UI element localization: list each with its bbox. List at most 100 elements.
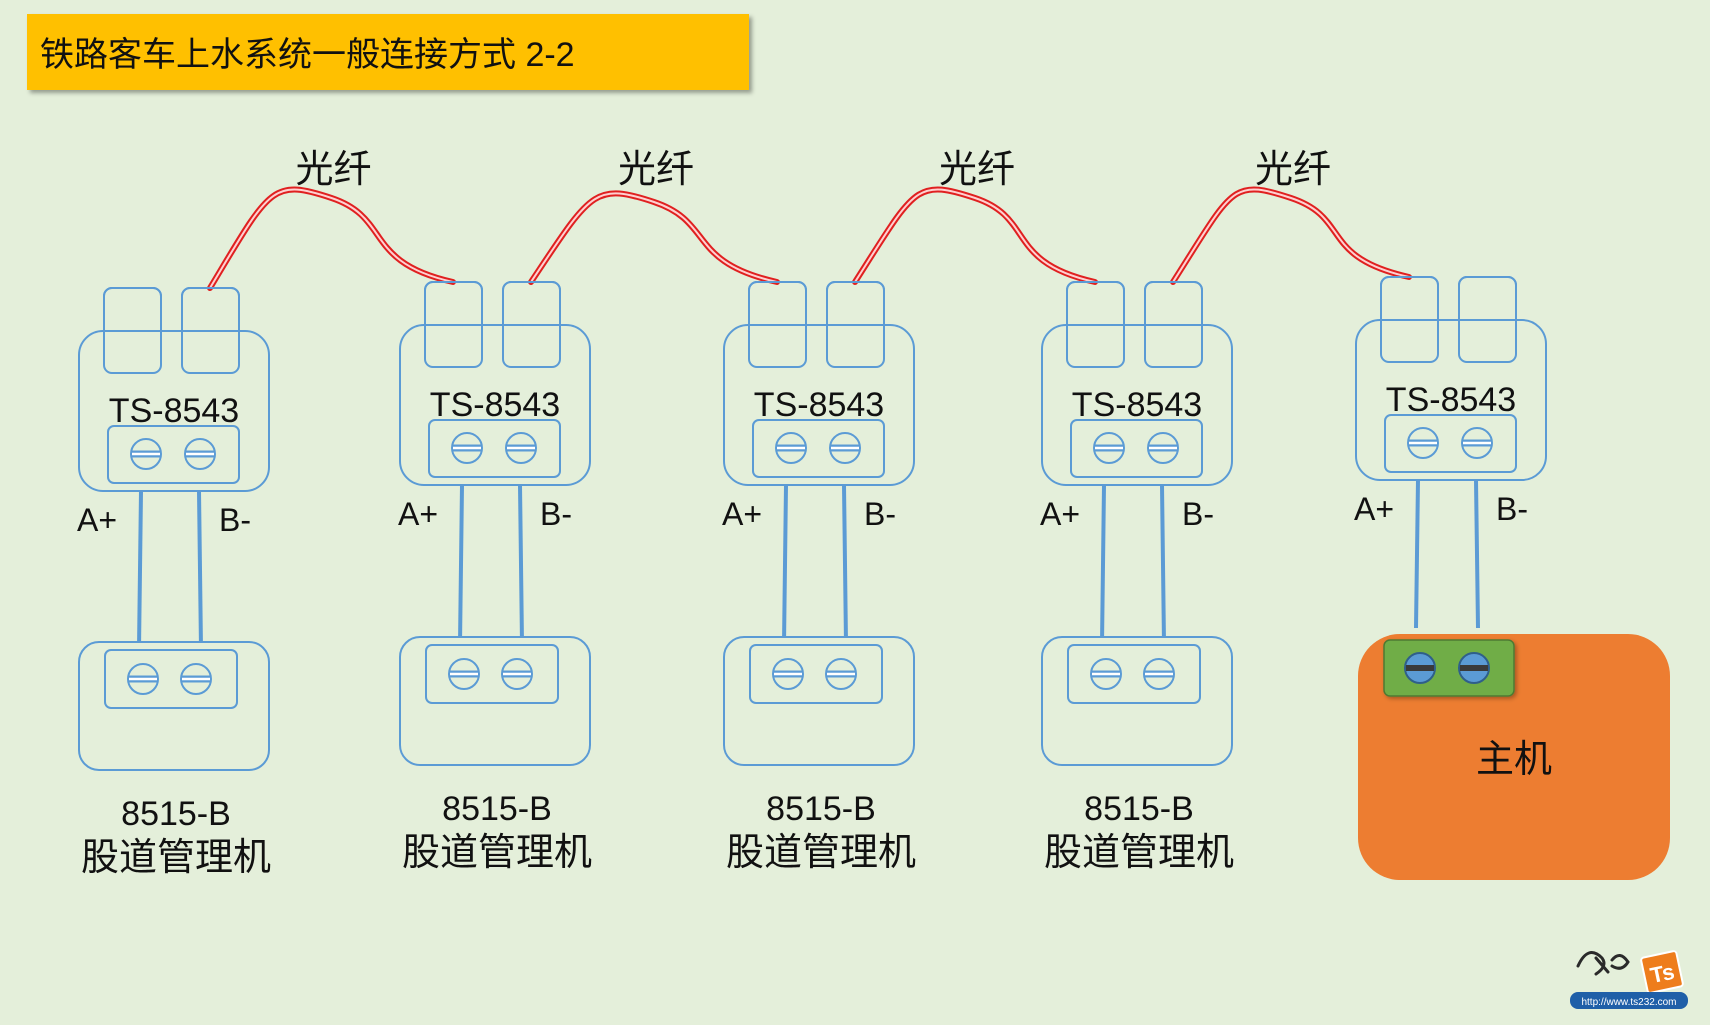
fiber-port-outline: [181, 287, 240, 374]
terminal-block: [1070, 419, 1203, 478]
pin-label-a: A+: [1040, 496, 1080, 532]
converter-body: [78, 330, 270, 492]
track-manager-8515b: 8515-B 股道管理机: [1041, 636, 1234, 874]
screw-terminal: [1461, 427, 1493, 459]
converter-model-label: TS-8543: [430, 386, 560, 424]
terminal-block: [1067, 644, 1201, 704]
terminal-block: [425, 644, 559, 704]
fiber-port-outline: [1380, 276, 1439, 363]
host-terminal-block: [1383, 639, 1515, 697]
fiber-port-outline: [502, 281, 561, 368]
converter-body: [723, 324, 915, 486]
manager-name-label: 股道管理机: [726, 832, 916, 874]
signal-wire-a: [1414, 479, 1420, 629]
fiber-label: 光纤: [1255, 149, 1331, 191]
signal-wire-a: [137, 490, 143, 650]
logo-text: Ts: [1648, 959, 1677, 988]
screw-terminal: [825, 658, 857, 690]
converter-model-label: TS-8543: [109, 392, 239, 430]
manager-body: [399, 636, 591, 766]
pin-label-b: B-: [219, 502, 251, 538]
fiber-label: 光纤: [939, 149, 1015, 191]
fiber-cable: 光纤: [528, 149, 780, 285]
terminal-block: [104, 649, 238, 709]
screw-terminal: [448, 658, 480, 690]
converter-body: [1041, 324, 1233, 486]
manager-model-label: 8515-B: [1084, 790, 1194, 828]
terminal-block: [1384, 414, 1517, 473]
screw-terminal: [1147, 432, 1179, 464]
fiber-cable: 光纤: [207, 149, 456, 291]
pin-label-a: A+: [1354, 491, 1394, 527]
host-screw-terminal: [1458, 652, 1490, 684]
track-manager-8515b: 8515-B 股道管理机: [723, 636, 916, 874]
fiber-cable: 光纤: [852, 149, 1098, 285]
manager-body: [78, 641, 270, 771]
fiber-port-outline: [424, 281, 483, 368]
signal-wire-b: [197, 490, 203, 650]
screw-terminal: [130, 438, 162, 470]
fiber-port-outline: [1144, 281, 1203, 368]
ts-logo: Ts http://www.ts232.com: [1570, 950, 1688, 1009]
screw-terminal: [451, 432, 483, 464]
fiber-port-outline: [1066, 281, 1125, 368]
screw-terminal: [184, 438, 216, 470]
fiber-port-outline: [748, 281, 807, 368]
manager-model-label: 8515-B: [766, 790, 876, 828]
signal-wire-a: [458, 484, 464, 645]
signal-wire-b: [1160, 484, 1166, 645]
manager-model-label: 8515-B: [121, 795, 231, 833]
fiber-port-outline: [1458, 276, 1517, 363]
screw-terminal: [1143, 658, 1175, 690]
manager-name-label: 股道管理机: [81, 837, 271, 879]
pin-label-a: A+: [722, 496, 762, 532]
page-title: 铁路客车上水系统一般连接方式 2-2: [40, 36, 575, 74]
manager-model-label: 8515-B: [442, 790, 552, 828]
host-unit: 主机: [1358, 634, 1670, 880]
converter-model-label: TS-8543: [1072, 386, 1202, 424]
logo-url: http://www.ts232.com: [1581, 997, 1676, 1008]
pin-label-a: A+: [398, 496, 438, 532]
pin-label-a: A+: [77, 502, 117, 538]
pin-label-b: B-: [1496, 491, 1528, 527]
fiber-port-outline: [826, 281, 885, 368]
screw-terminal: [501, 658, 533, 690]
converter-model-label: TS-8543: [1386, 381, 1516, 419]
fiber-label: 光纤: [618, 149, 694, 191]
screw-terminal: [772, 658, 804, 690]
screw-terminal: [1090, 658, 1122, 690]
track-manager-8515b: 8515-B 股道管理机: [399, 636, 592, 874]
screw-terminal: [505, 432, 537, 464]
screw-terminal: [1407, 427, 1439, 459]
fiber-port-outline: [103, 287, 162, 374]
manager-body: [723, 636, 915, 766]
signal-wire-b: [842, 484, 848, 645]
terminal-block: [752, 419, 885, 478]
manager-body: [1041, 636, 1233, 766]
title-bar: 铁路客车上水系统一般连接方式 2-2: [27, 14, 749, 90]
pin-label-b: B-: [1182, 496, 1214, 532]
screw-terminal: [127, 663, 159, 695]
manager-name-label: 股道管理机: [402, 832, 592, 874]
terminal-block: [107, 425, 240, 484]
fiber-cables: 光纤 光纤 光纤 光纤: [207, 149, 1412, 291]
calligraphy-mark: [1576, 951, 1630, 976]
track-manager-8515b: 8515-B 股道管理机: [78, 641, 271, 879]
signal-wire-b: [518, 484, 524, 645]
converter-body: [399, 324, 591, 486]
fiber-cable: 光纤: [1170, 149, 1412, 285]
devices: TS-8543A+B-TS-8543A+B-TS-8543A+B-TS-8543…: [77, 276, 1547, 879]
host-screw-terminal: [1404, 652, 1436, 684]
fiber-label: 光纤: [295, 149, 371, 191]
pin-label-b: B-: [540, 496, 572, 532]
screw-terminal: [180, 663, 212, 695]
screw-terminal: [775, 432, 807, 464]
manager-name-label: 股道管理机: [1044, 832, 1234, 874]
pin-label-b: B-: [864, 496, 896, 532]
